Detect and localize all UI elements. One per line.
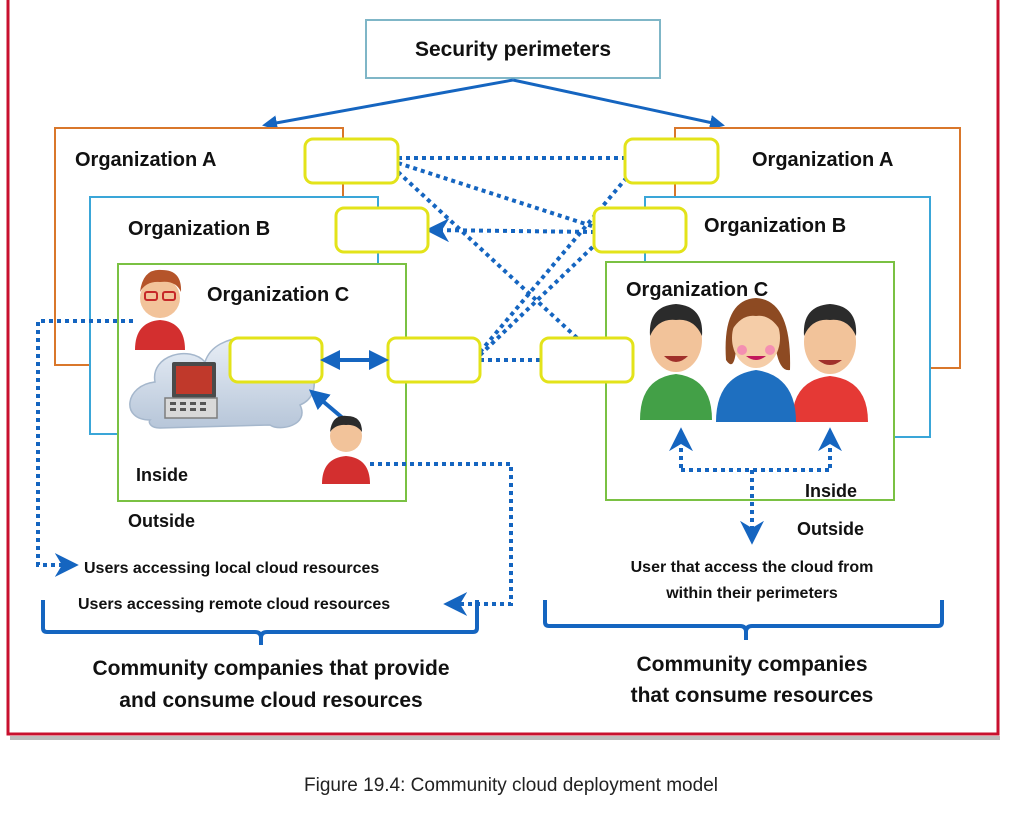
left-outside-label: Outside: [128, 511, 195, 531]
man-user-icon: [322, 415, 370, 484]
right-outside-label: Outside: [797, 519, 864, 539]
right-gate-org-b: [592, 206, 688, 254]
security-perimeters-label: Security perimeters: [415, 38, 611, 61]
outer-frame: [6, 0, 1000, 736]
right-org-a-label: Organization A: [752, 149, 893, 171]
left-inside-label: Inside: [136, 465, 188, 485]
perimeter-arrow-right: [512, 78, 725, 130]
security-perimeters-box: [365, 19, 661, 79]
left-gate-org-a: [303, 137, 400, 185]
security-gates: [228, 137, 720, 384]
right-org-b-label: Organization B: [704, 215, 846, 237]
computer-icon: [164, 362, 218, 419]
left-caption-line1: Community companies that provide: [92, 657, 449, 680]
right-users-label-line1: User that access the cloud from: [631, 559, 874, 576]
left-org-c-label: Organization C: [207, 284, 349, 306]
perimeter-arrow-left: [262, 78, 514, 131]
left-gate-org-b: [334, 206, 430, 254]
figure-caption: Figure 19.4: Community cloud deployment …: [304, 775, 718, 796]
local-users-dotted-arrow: [36, 319, 133, 577]
group-users-icon: [640, 298, 868, 422]
right-org-c-label: Organization C: [626, 279, 768, 301]
woman-user-icon: [135, 269, 185, 350]
right-users-dotted-arrows: [669, 427, 842, 545]
left-gate-org-c: [228, 336, 324, 384]
right-brace: [543, 600, 944, 640]
right-inside-label: Inside: [805, 481, 857, 501]
left-caption-line2: and consume cloud resources: [119, 689, 422, 712]
users-remote-label: Users accessing remote cloud resources: [78, 596, 390, 613]
right-gate-org-a: [623, 137, 720, 185]
right-caption-line1: Community companies: [636, 653, 867, 676]
left-org-b-label: Organization B: [128, 218, 270, 240]
right-caption-line2: that consume resources: [631, 684, 874, 707]
right-gate-org-c: [539, 336, 635, 384]
left-brace: [41, 600, 479, 645]
left-gate-outer: [386, 336, 482, 384]
remote-users-dotted-arrow: [370, 462, 513, 616]
user-to-cloud-arrow: [308, 389, 347, 422]
left-org-a-label: Organization A: [75, 149, 216, 171]
users-local-label: Users accessing local cloud resources: [84, 560, 379, 577]
gate-connections: [396, 156, 630, 362]
right-users-label-line2: within their perimeters: [665, 585, 838, 602]
